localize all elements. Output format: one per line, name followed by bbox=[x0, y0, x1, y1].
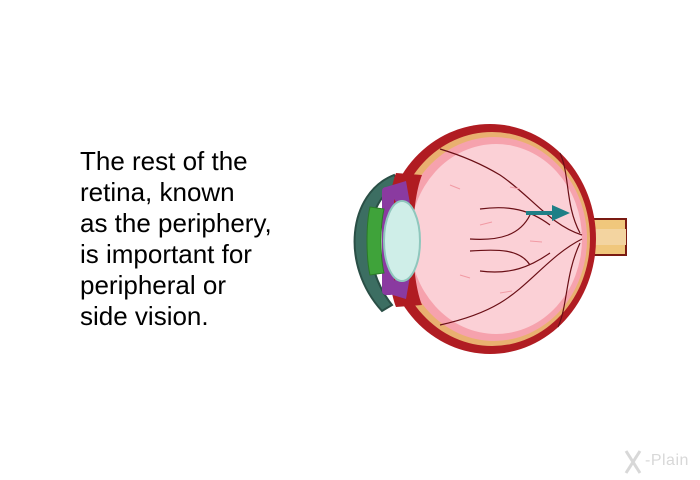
lens bbox=[383, 200, 421, 282]
cornea bbox=[353, 173, 402, 313]
x-plain-logo-icon bbox=[624, 450, 642, 474]
ciliary-body bbox=[366, 206, 385, 276]
caption-line: is important for bbox=[80, 239, 252, 269]
caption-line: as the periphery, bbox=[80, 208, 272, 238]
caption-line: retina, known bbox=[80, 177, 235, 207]
caption-line: peripheral or bbox=[80, 270, 226, 300]
logo-text: -Plain bbox=[645, 452, 689, 469]
caption-line: The rest of the bbox=[80, 146, 248, 176]
pointer-arrow-icon bbox=[526, 205, 570, 221]
caption-text: The rest of the retina, known as the per… bbox=[80, 146, 330, 332]
eye-anatomy-diagram bbox=[353, 124, 627, 354]
retinal-vessels bbox=[439, 148, 583, 328]
caption-line: side vision. bbox=[80, 301, 209, 331]
vitreous-body bbox=[410, 144, 582, 334]
retina-texture bbox=[449, 184, 543, 294]
